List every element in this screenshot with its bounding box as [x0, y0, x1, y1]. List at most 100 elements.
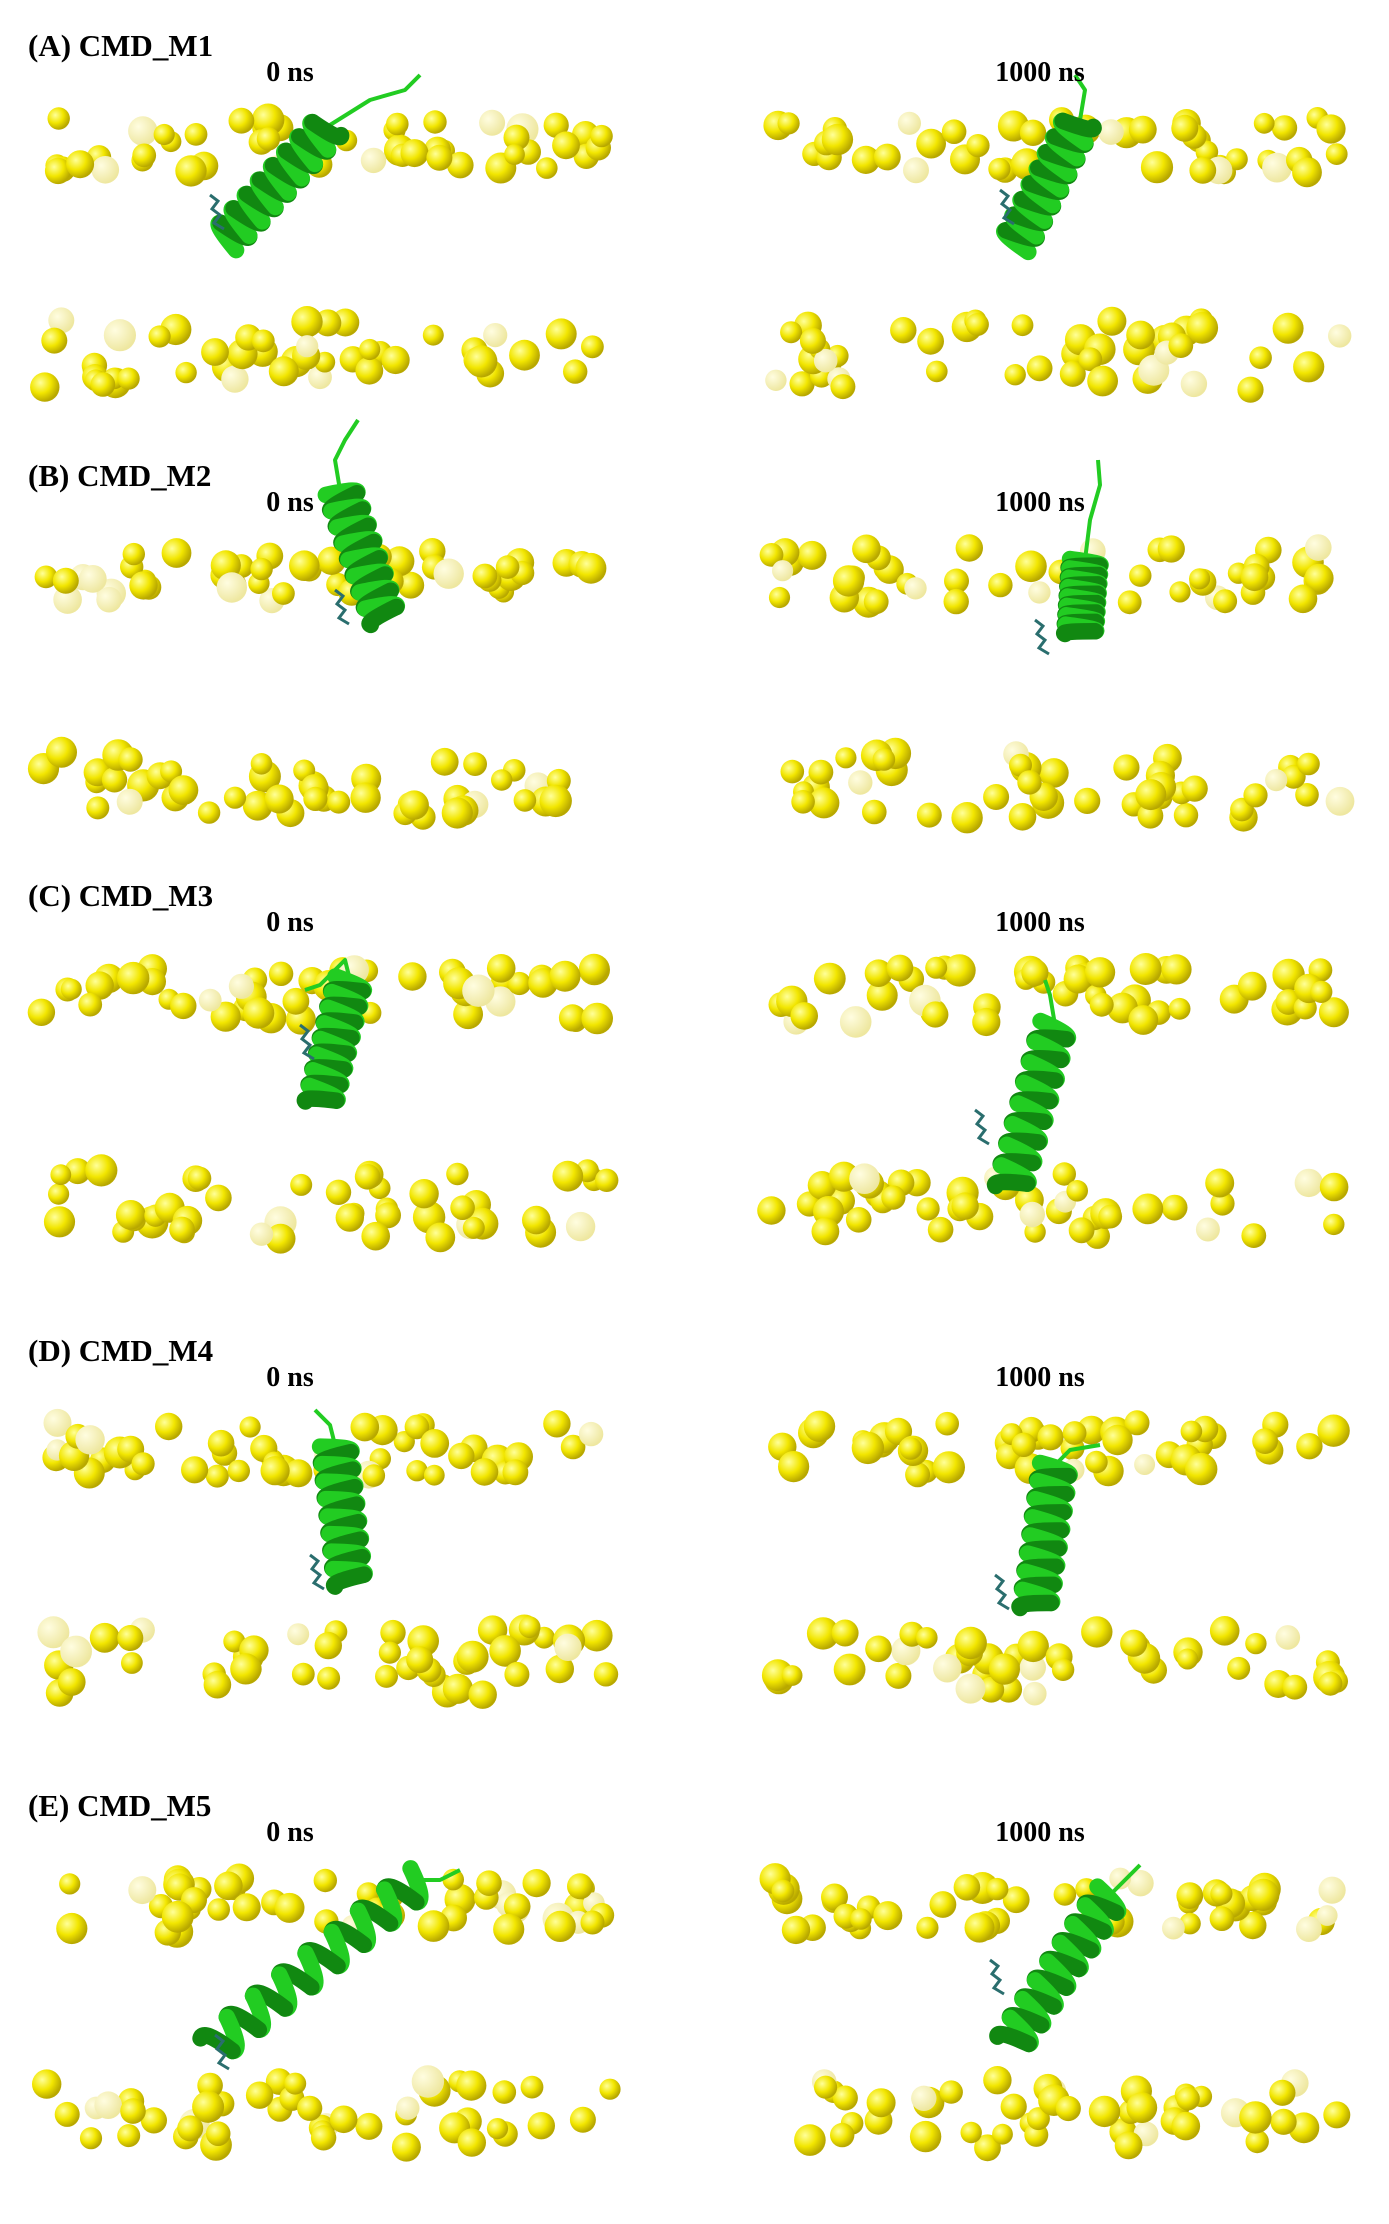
time-label-end: 1000 ns [995, 907, 1085, 938]
start-snapshot-lower-leaflet-phosphate-sphere [310, 2125, 337, 2151]
end-snapshot-upper-leaflet-phosphate-sphere [778, 1451, 810, 1483]
start-snapshot-upper-leaflet-phosphate-sphere [503, 124, 530, 151]
end-snapshot-lipid-anchor [1034, 618, 1050, 656]
end-snapshot-upper-leaflet-phosphate-sphere [1109, 1867, 1132, 1890]
start-snapshot-lower-leaflet-phosphate-sphere [492, 2080, 517, 2104]
start-snapshot-lower-leaflet-phosphate-sphere [314, 1631, 342, 1660]
start-snapshot-upper-leaflet-phosphate-sphere [590, 124, 613, 148]
start-snapshot-lower-leaflet-phosphate-sphere [378, 1641, 401, 1664]
end-snapshot-lipid-anchor [994, 1573, 1010, 1611]
end-snapshot-lower-leaflet-phosphate-sphere [1161, 1194, 1188, 1221]
end-snapshot-lower-leaflet-phosphate-sphere [872, 748, 896, 771]
end-snapshot-upper-leaflet-phosphate-sphere [1253, 112, 1275, 134]
start-snapshot-lower-leaflet-phosphate-sphere [463, 752, 487, 776]
start-snapshot-lower-leaflet-phosphate-sphere [230, 1653, 262, 1685]
end-snapshot-upper-leaflet-phosphate-sphere [1129, 564, 1152, 587]
end-snapshot-lower-leaflet-phosphate-sphere [1137, 802, 1164, 829]
end-snapshot-lower-leaflet-phosphate-sphere [849, 1163, 880, 1194]
start-snapshot-upper-leaflet-phosphate-sphere [282, 987, 310, 1015]
end-snapshot-upper-leaflet-phosphate-sphere [803, 1410, 836, 1443]
start-snapshot-lower-leaflet-phosphate-sphere [265, 1223, 296, 1254]
end-snapshot-loop [1043, 979, 1057, 1026]
end-snapshot-lower-leaflet-phosphate-sphere [1039, 758, 1069, 788]
end-snapshot-lower-leaflet-phosphate-sphere [1318, 1671, 1343, 1696]
start-snapshot-lower-leaflet-phosphate-sphere [527, 2112, 555, 2140]
end-snapshot-upper-leaflet-phosphate-sphere [1316, 114, 1346, 144]
end-snapshot-upper-leaflet-phosphate-sphere [1271, 115, 1298, 141]
start-snapshot-upper-leaflet-phosphate-sphere [44, 157, 72, 185]
start-snapshot-upper-leaflet-phosphate-sphere [78, 992, 103, 1017]
end-snapshot-upper-leaflet-phosphate-sphere [903, 157, 929, 184]
end-snapshot-upper-leaflet-phosphate-sphere [1262, 152, 1292, 183]
start-snapshot-upper-leaflet-phosphate-sphere [256, 127, 281, 151]
start-snapshot-lower-leaflet-phosphate-sphere [457, 2128, 486, 2157]
end-snapshot-lower-leaflet-phosphate-sphere [794, 2124, 826, 2156]
start-snapshot-lower-leaflet-phosphate-sphere [317, 1666, 341, 1690]
start-snapshot-upper-leaflet-phosphate-sphere [544, 1910, 576, 1942]
start-snapshot-upper-leaflet-phosphate-sphere [575, 552, 607, 584]
end-snapshot-upper-leaflet-phosphate-sphere [905, 1462, 931, 1488]
end-snapshot-lipid-anchor [989, 1958, 1005, 1996]
start-snapshot-lower-leaflet-phosphate-sphere [375, 1664, 398, 1688]
end-snapshot-upper-leaflet-phosphate-sphere [932, 1451, 966, 1484]
end-snapshot-lower-leaflet-phosphate-sphere [814, 2075, 838, 2099]
start-snapshot-upper-leaflet-phosphate-sphere [476, 1870, 502, 1896]
end-snapshot-upper-leaflet-phosphate-sphere [1102, 1424, 1133, 1456]
start-snapshot-lower-leaflet-phosphate-sphere [450, 1195, 475, 1220]
start-snapshot-lower-leaflet-phosphate-sphere [32, 2069, 62, 2099]
start-snapshot-upper-leaflet-phosphate-sphere [47, 107, 70, 130]
end-snapshot-lower-leaflet-phosphate-sphere [830, 2122, 855, 2148]
start-snapshot-upper-leaflet-phosphate-sphere [552, 131, 580, 160]
end-snapshot-upper-leaflet-phosphate-sphere [1210, 1882, 1233, 1905]
end-snapshot-upper-leaflet-phosphate-sphere [771, 1879, 795, 1903]
end-snapshot-lower-leaflet-phosphate-sphere [983, 2066, 1012, 2095]
start-snapshot-lower-leaflet-phosphate-sphere [422, 324, 444, 346]
start-snapshot-upper-leaflet-phosphate-sphere [423, 110, 447, 134]
end-snapshot-lower-leaflet-phosphate-sphere [811, 1217, 840, 1246]
end-snapshot-upper-leaflet-phosphate-sphere [790, 1002, 818, 1030]
start-snapshot-lower-leaflet-phosphate-sphere [205, 2121, 231, 2146]
end-snapshot-upper-leaflet-phosphate-sphere [1292, 157, 1322, 188]
start-snapshot-upper-leaflet-phosphate-sphere [558, 1004, 587, 1032]
end-snapshot-upper-leaflet-phosphate-sphere [813, 962, 846, 995]
start-snapshot-upper-leaflet-phosphate-sphere [398, 962, 427, 991]
end-snapshot-lower-leaflet-phosphate-sphere [885, 1662, 912, 1689]
end-snapshot-lower-leaflet-phosphate-sphere [1237, 376, 1264, 403]
end-snapshot-upper-leaflet-phosphate-sphere [1296, 1433, 1323, 1460]
start-snapshot-upper-leaflet-phosphate-sphere [536, 157, 558, 179]
start-snapshot-upper-leaflet-phosphate-sphere [495, 555, 520, 579]
end-snapshot-lower-leaflet-phosphate-sphere [780, 759, 805, 784]
start-snapshot-lower-leaflet-phosphate-sphere [268, 356, 299, 387]
start-snapshot-loop [420, 1868, 461, 1882]
start-snapshot-upper-leaflet-phosphate-sphere [260, 1456, 290, 1486]
end-snapshot-upper-leaflet-phosphate-sphere [1209, 1906, 1235, 1931]
start-snapshot-lower-leaflet-phosphate-sphere [115, 1200, 146, 1230]
start-snapshot-lower-leaflet-phosphate-sphere [79, 2127, 103, 2150]
end-snapshot-lower-leaflet-phosphate-sphere [1019, 1201, 1045, 1228]
start-snapshot-lower-leaflet-phosphate-sphere [297, 2095, 323, 2121]
end-snapshot-lower-leaflet-phosphate-sphere [1293, 351, 1325, 383]
end-snapshot-lower-leaflet-phosphate-sphere [1325, 786, 1355, 816]
start-snapshot-lower-leaflet-phosphate-sphere [290, 1173, 313, 1196]
end-snapshot-lower-leaflet-phosphate-sphere [780, 321, 803, 344]
end-snapshot-lower-leaflet-phosphate-sphere [1328, 324, 1352, 348]
end-snapshot-upper-leaflet-phosphate-sphere [925, 956, 948, 979]
start-snapshot-lower-leaflet-phosphate-sphere [187, 1166, 212, 1191]
end-snapshot-upper-leaflet-phosphate-sphere [1127, 1870, 1154, 1897]
end-snapshot-lower-leaflet-phosphate-sphere [1227, 1656, 1251, 1680]
start-snapshot-lower-leaflet-phosphate-sphere [291, 306, 323, 338]
end-snapshot-upper-leaflet-phosphate-sphere [832, 565, 865, 597]
start-snapshot-loop [328, 73, 422, 127]
start-snapshot-upper-leaflet-phosphate-sphere [397, 571, 425, 599]
start-snapshot-upper-leaflet-phosphate-sphere [417, 1910, 450, 1942]
end-snapshot-lower-leaflet-phosphate-sphere [1171, 2111, 1201, 2141]
end-snapshot-upper-leaflet-phosphate-sphere [955, 534, 983, 562]
start-snapshot-upper-leaflet-phosphate-sphere [479, 109, 506, 136]
end-snapshot-lower-leaflet-phosphate-sphere [1270, 2108, 1297, 2135]
start-snapshot-alpha-helix [210, 113, 350, 259]
end-snapshot-upper-leaflet-phosphate-sphere [1310, 980, 1333, 1004]
end-snapshot-lower-leaflet-phosphate-sphere [1181, 775, 1208, 802]
end-snapshot-lower-leaflet-phosphate-sphere [1081, 1616, 1113, 1648]
end-snapshot-lower-leaflet-phosphate-sphere [1239, 2101, 1272, 2134]
end-snapshot-lower-leaflet-phosphate-sphere [1026, 2107, 1050, 2131]
